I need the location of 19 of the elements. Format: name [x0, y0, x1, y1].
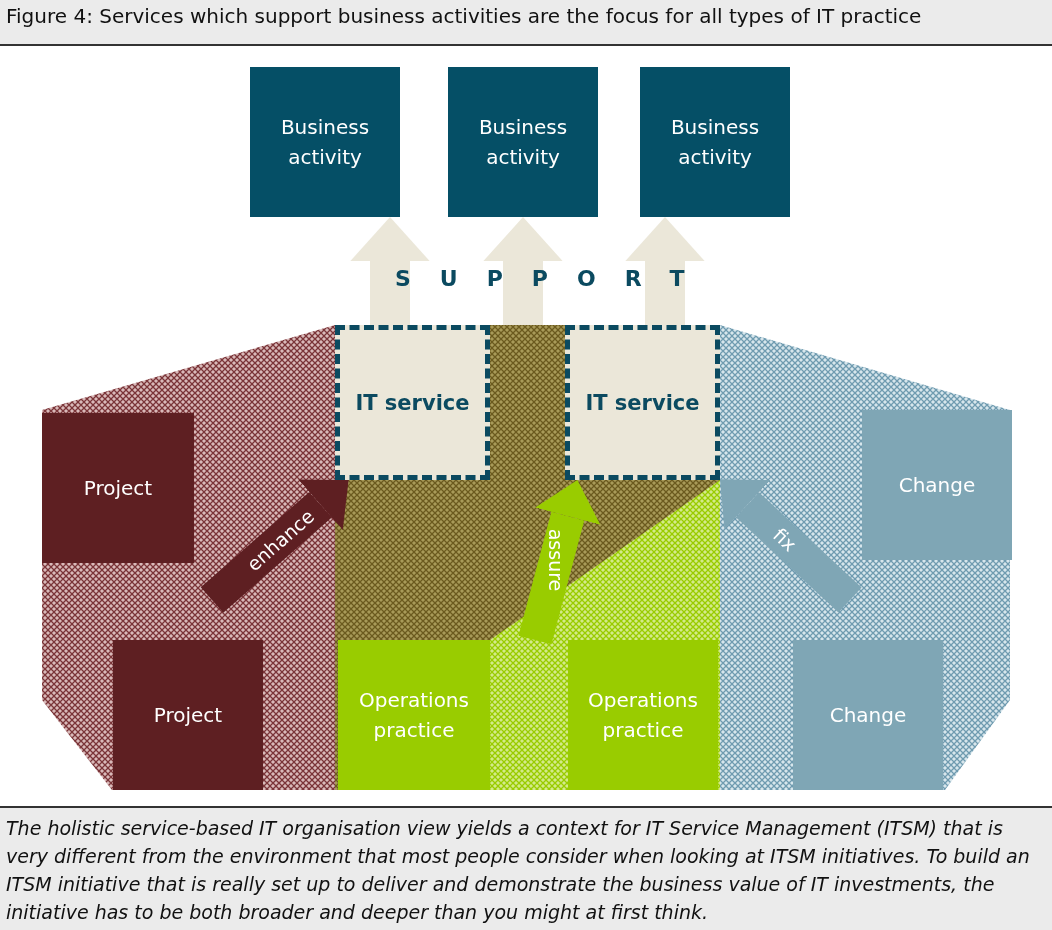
edge-label: fix — [769, 523, 801, 556]
service-box: IT service — [565, 325, 720, 480]
block-arrow — [350, 217, 430, 325]
block-arrow — [625, 217, 705, 325]
change-box: Change — [862, 410, 1012, 560]
activity-box: Business activity — [448, 67, 598, 217]
block-arrow — [483, 217, 563, 325]
project-box: Project — [42, 413, 194, 563]
project-box: Project — [113, 640, 263, 790]
figure-caption: The holistic service-based IT organisation view yields a context for IT Service Management (ITSM) that is very different from the environment that most people consider when looking at ITSM initiatives. To build an ITSM initiative that is really set up to deliver and demonstrate the business value of IT investments, the initiative has to be both broader and deeper than you might at first think. — [0, 806, 1052, 930]
change-box: Change — [793, 640, 943, 790]
support-label: SUPPORT — [395, 266, 714, 291]
practice-box: Operations practice — [568, 640, 718, 790]
figure-title: Figure 4: Services which support business activities are the focus for all types of IT practice — [0, 0, 1052, 46]
practice-box: Operations practice — [338, 640, 490, 790]
service-box: IT service — [335, 325, 490, 480]
edge-label: assure — [545, 528, 568, 592]
activity-box: Business activity — [640, 67, 790, 217]
activity-box: Business activity — [250, 67, 400, 217]
